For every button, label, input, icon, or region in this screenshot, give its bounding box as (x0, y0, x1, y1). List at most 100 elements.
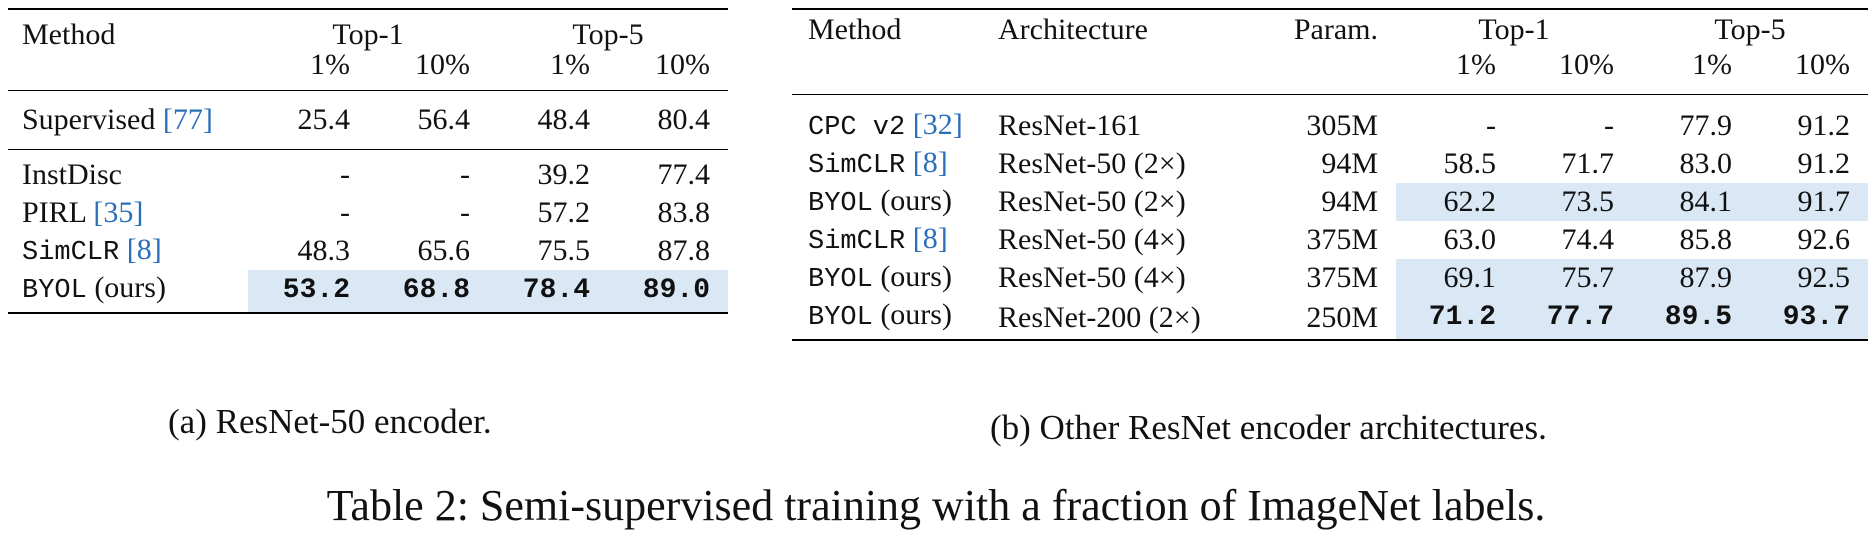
table-b-row-byol-2x: BYOL (ours) ResNet-50 (2×) 94M 62.2 73.5… (792, 183, 1868, 221)
table-cell: 57.2 (537, 196, 591, 229)
highlighted-cell: 71.2 (1396, 297, 1514, 340)
param-cell: 94M (1321, 185, 1378, 218)
citation-link[interactable]: [32] (912, 108, 963, 141)
table-a-row-byol: BYOL (ours) 53.2 68.8 78.4 89.0 (8, 270, 728, 313)
method-name: Supervised (22, 103, 156, 136)
table-a: Method Top-1 Top-5 1% 10% 1% 10% Supervi… (8, 8, 728, 314)
table-a-row-simclr: SimCLR [8] 48.3 65.6 75.5 87.8 (8, 232, 728, 270)
highlighted-cell: 77.7 (1514, 297, 1632, 340)
table-cell: 77.4 (657, 158, 711, 191)
highlighted-cell: 89.0 (608, 270, 728, 313)
method-name: BYOL (22, 276, 87, 306)
table-b-param-header: Param. (1293, 13, 1378, 46)
table-b-sub-4: 10% (1795, 48, 1850, 81)
highlighted-cell: 69.1 (1396, 259, 1514, 297)
table-cell: 83.0 (1679, 147, 1733, 180)
highlighted-cell: 78.4 (488, 270, 608, 313)
method-name: SimCLR (808, 151, 906, 181)
ours-label: (ours) (880, 298, 952, 331)
citation-link[interactable]: [8] (912, 146, 948, 179)
highlighted-cell: 87.9 (1632, 259, 1750, 297)
highlighted-cell: 62.2 (1396, 183, 1514, 221)
table-b-architecture-header: Architecture (998, 13, 1148, 46)
architecture-cell: ResNet-50 (2×) (998, 147, 1186, 180)
method-name: InstDisc (22, 158, 122, 191)
table-cell: 56.4 (417, 103, 471, 136)
table-cell: 91.2 (1797, 109, 1851, 142)
table-a-top5-header: Top-5 (572, 18, 644, 51)
highlighted-cell: 92.5 (1750, 259, 1868, 297)
architecture-cell: ResNet-200 (2×) (998, 301, 1201, 334)
table-cell: 85.8 (1679, 223, 1733, 256)
highlighted-cell: 93.7 (1750, 297, 1868, 340)
table-cell: - (460, 196, 470, 229)
table-b-caption: (b) Other ResNet encoder architectures. (990, 408, 1547, 447)
param-cell: 375M (1306, 223, 1378, 256)
main-caption: Table 2: Semi-supervised training with a… (326, 481, 1546, 530)
architecture-cell: ResNet-161 (998, 109, 1142, 142)
highlighted-cell: 75.7 (1514, 259, 1632, 297)
table-a-sub-4: 10% (655, 48, 710, 81)
method-name: CPC v2 (808, 113, 906, 143)
method-name: BYOL (808, 303, 873, 333)
table-b-sub-1: 1% (1456, 48, 1496, 81)
highlighted-cell: 73.5 (1514, 183, 1632, 221)
highlighted-cell: 68.8 (368, 270, 488, 313)
method-name: BYOL (808, 265, 873, 295)
table-cell: 80.4 (657, 103, 711, 136)
method-name: PIRL (22, 196, 86, 229)
citation-link[interactable]: [35] (93, 196, 144, 229)
table-a-header-row: Method Top-1 Top-5 (8, 9, 728, 50)
ours-label: (ours) (94, 271, 166, 304)
param-cell: 94M (1321, 147, 1378, 180)
table-a-row-instdisc: InstDisc - - 39.2 77.4 (8, 156, 728, 194)
param-cell: 305M (1306, 109, 1378, 142)
table-cell: 39.2 (537, 158, 591, 191)
method-name: SimCLR (22, 238, 120, 268)
table-a-top1-header: Top-1 (332, 18, 404, 51)
highlighted-cell: 84.1 (1632, 183, 1750, 221)
table-a-sub-2: 10% (415, 48, 470, 81)
architecture-cell: ResNet-50 (4×) (998, 261, 1186, 294)
table-cell: 48.4 (537, 103, 591, 136)
table-cell: 83.8 (657, 196, 711, 229)
table-cell: 75.5 (537, 234, 591, 267)
table-cell: 58.5 (1443, 147, 1497, 180)
highlighted-cell: 91.7 (1750, 183, 1868, 221)
architecture-cell: ResNet-50 (2×) (998, 185, 1186, 218)
table-cell: 87.8 (657, 234, 711, 267)
table-cell: - (340, 196, 350, 229)
table-b-row-byol-200: BYOL (ours) ResNet-200 (2×) 250M 71.2 77… (792, 297, 1868, 340)
table-a-row-supervised: Supervised [77] 25.4 56.4 48.4 80.4 (8, 101, 728, 139)
table-b-top5-header: Top-5 (1714, 13, 1786, 46)
citation-link[interactable]: [8] (912, 222, 948, 255)
table-a-method-header: Method (22, 18, 116, 51)
table-cell: 92.6 (1797, 223, 1851, 256)
table-b-sub-3: 1% (1692, 48, 1732, 81)
table-cell: 91.2 (1797, 147, 1851, 180)
table-cell: 63.0 (1443, 223, 1497, 256)
highlighted-cell: 89.5 (1632, 297, 1750, 340)
table-a-subheader-row: 1% 10% 1% 10% (8, 50, 728, 91)
table-cell: 48.3 (297, 234, 351, 267)
table-b-row-simclr-2x: SimCLR [8] ResNet-50 (2×) 94M 58.5 71.7 … (792, 145, 1868, 183)
table-cell: - (1486, 109, 1496, 142)
table-cell: 77.9 (1679, 109, 1733, 142)
citation-link[interactable]: [8] (126, 233, 162, 266)
table-a-sub-3: 1% (550, 48, 590, 81)
table-b-method-header: Method (808, 13, 902, 46)
table-a-row-pirl: PIRL [35] - - 57.2 83.8 (8, 194, 728, 232)
table-cell: 71.7 (1561, 147, 1615, 180)
table-b-subheader-row: 1% 10% 1% 10% (792, 50, 1868, 90)
method-name: BYOL (808, 189, 873, 219)
table-cell: 25.4 (297, 103, 351, 136)
highlighted-cell: 53.2 (248, 270, 368, 313)
citation-link[interactable]: [77] (162, 103, 213, 136)
architecture-cell: ResNet-50 (4×) (998, 223, 1186, 256)
table-cell: - (340, 158, 350, 191)
table-b-top1-header: Top-1 (1478, 13, 1550, 46)
table-b-row-simclr-4x: SimCLR [8] ResNet-50 (4×) 375M 63.0 74.4… (792, 221, 1868, 259)
table-cell: 65.6 (417, 234, 471, 267)
table-b-header-row: Method Architecture Param. Top-1 Top-5 (792, 9, 1868, 50)
table-b-row-cpc: CPC v2 [32] ResNet-161 305M - - 77.9 91.… (792, 107, 1868, 145)
